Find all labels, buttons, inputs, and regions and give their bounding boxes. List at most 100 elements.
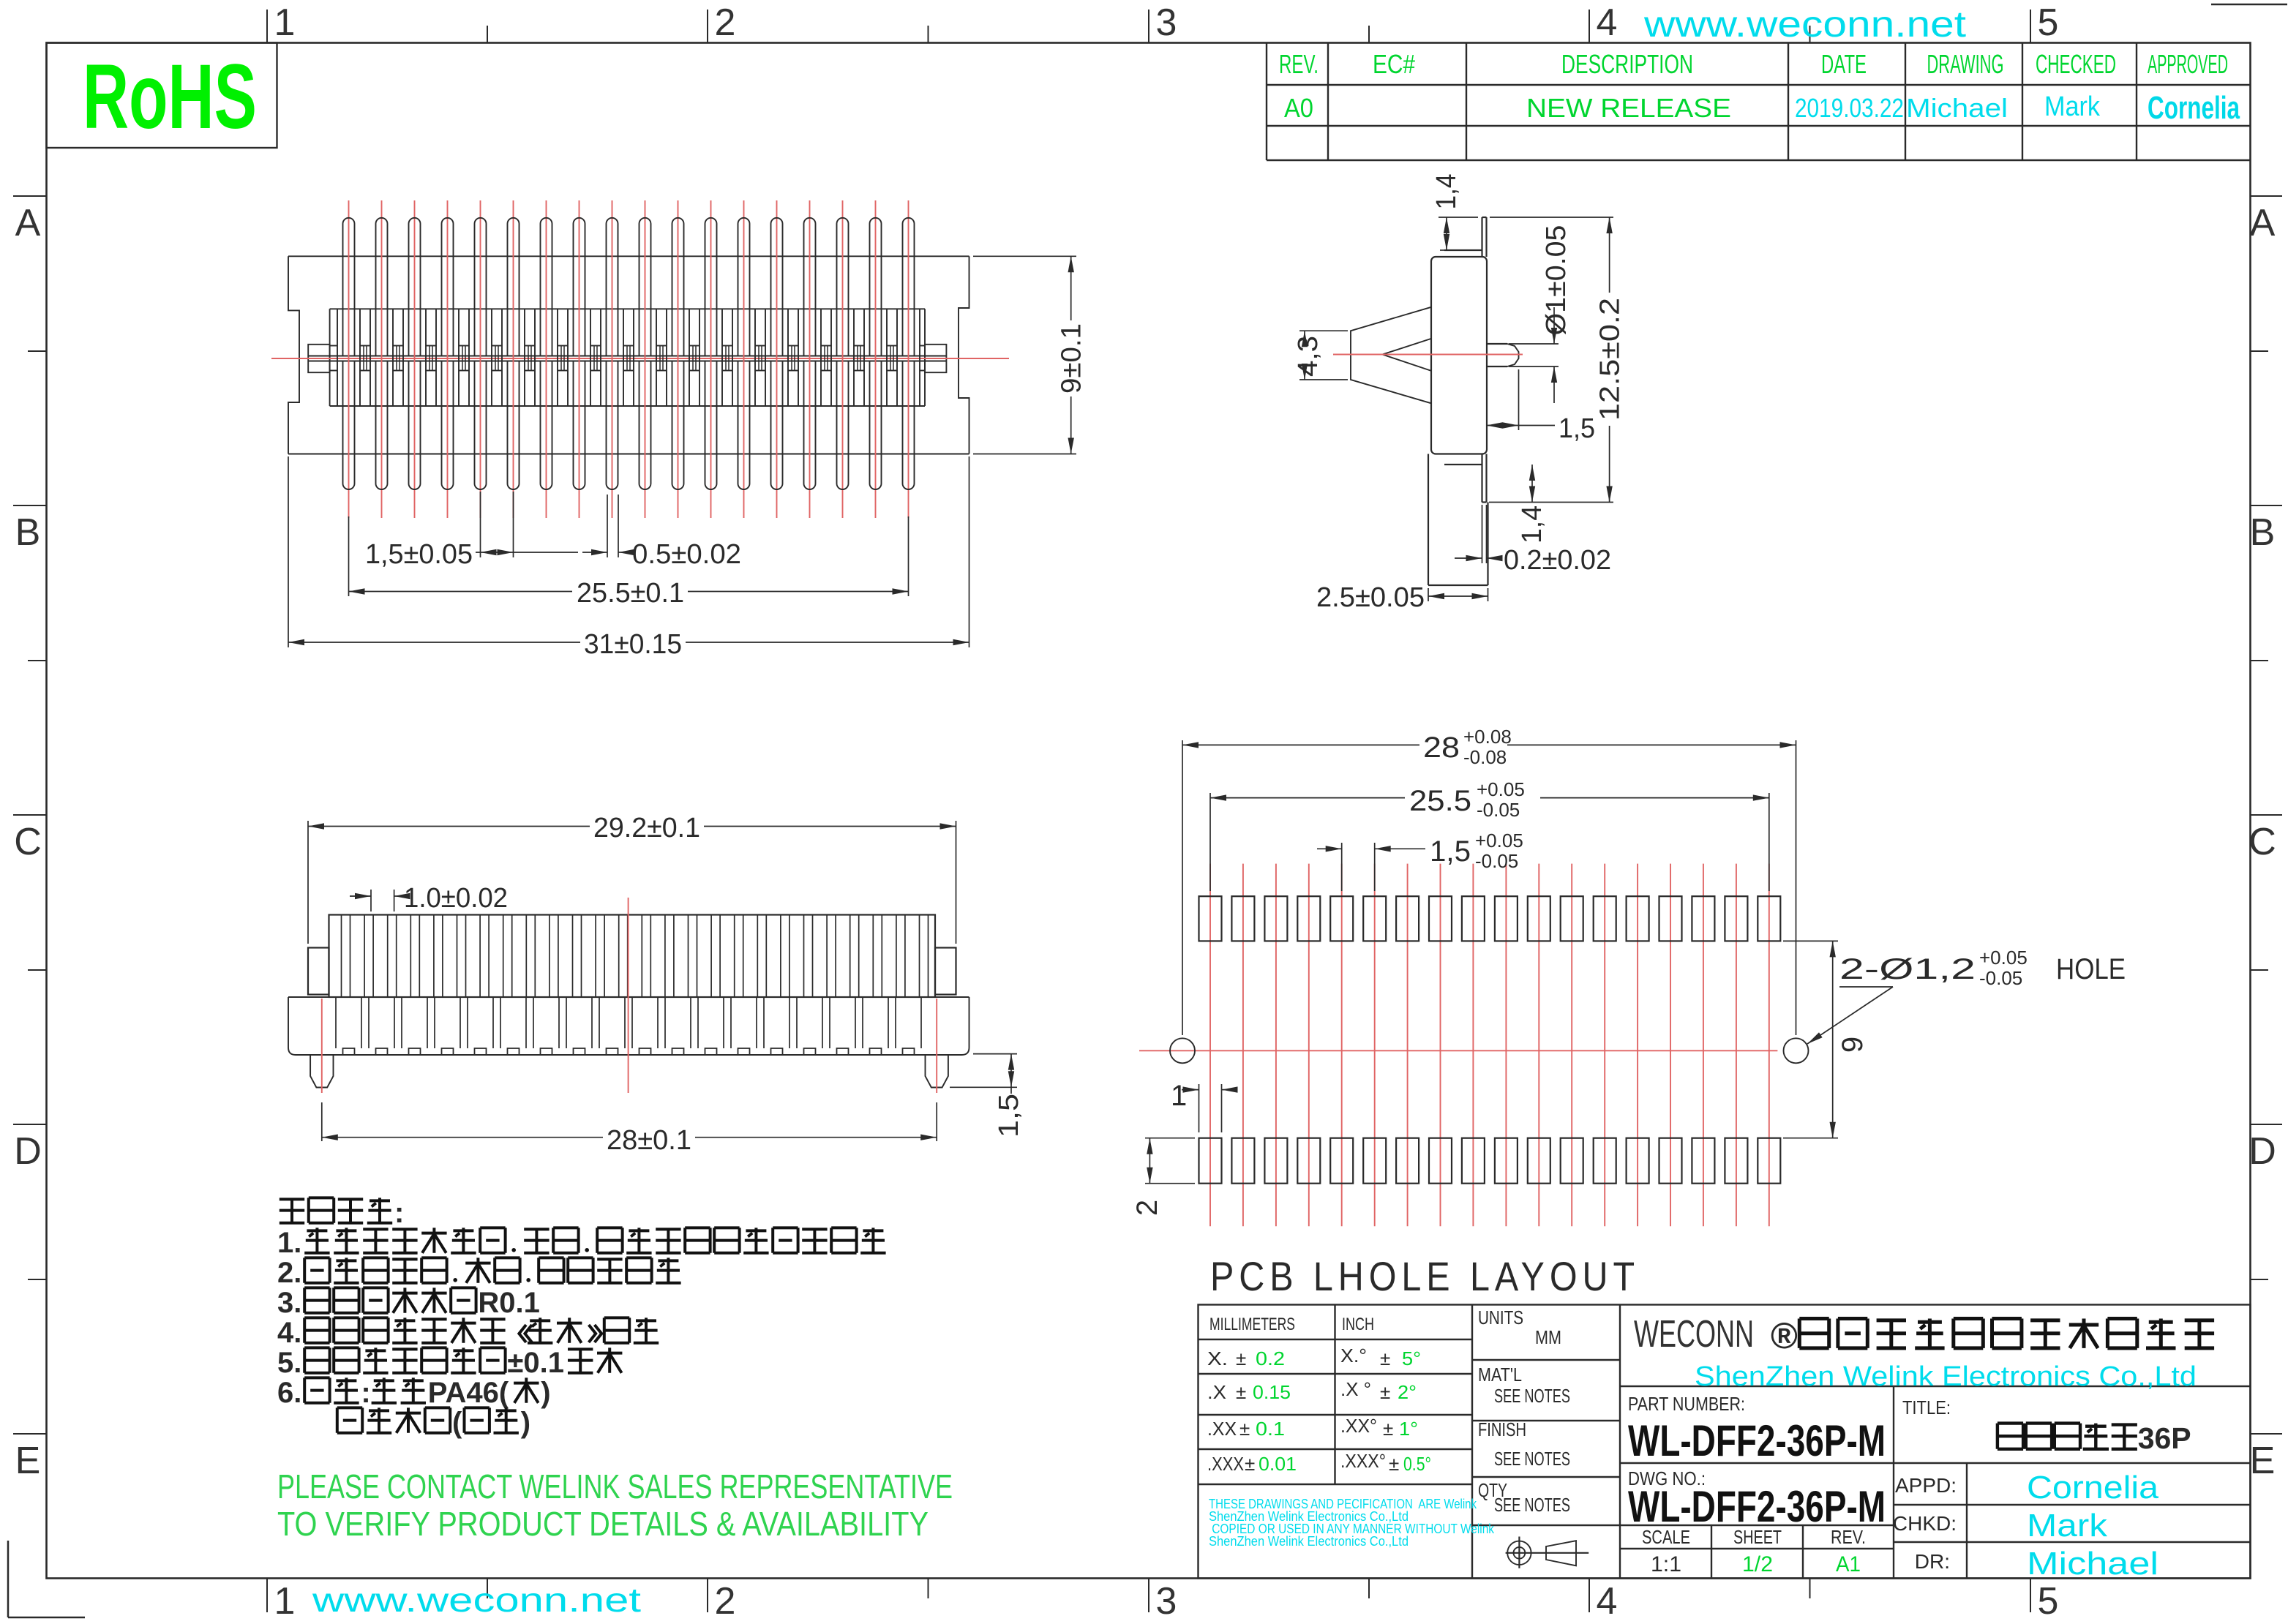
svg-text:A1: A1 (1836, 1552, 1861, 1576)
svg-text:NEW RELEASE: NEW RELEASE (1526, 93, 1731, 123)
svg-text:2°: 2° (1398, 1381, 1417, 1403)
svg-text:www.weconn.net: www.weconn.net (312, 1581, 642, 1619)
svg-text:3: 3 (1156, 1580, 1177, 1623)
svg-text:±: ± (1239, 1418, 1250, 1440)
svg-text:Cornelia: Cornelia (2027, 1470, 2159, 1505)
svg-text:B: B (2250, 511, 2276, 554)
svg-text:HOLE: HOLE (2056, 953, 2126, 985)
svg-text:CHECKED: CHECKED (2036, 49, 2116, 79)
svg-text:-0.08: -0.08 (1463, 746, 1507, 768)
svg-text:PCB LHOLE LAYOUT: PCB LHOLE LAYOUT (1210, 1253, 1640, 1299)
svg-text:+0.05: +0.05 (1979, 947, 2028, 969)
svg-text:1.0±0.02: 1.0±0.02 (404, 883, 508, 914)
svg-text:A: A (15, 202, 41, 244)
svg-text:5: 5 (2038, 1, 2059, 44)
svg-text:3.: 3. (277, 1287, 301, 1319)
svg-text:Michael: Michael (2027, 1546, 2158, 1582)
svg-text:DATE: DATE (1821, 49, 1867, 79)
svg-text:A0: A0 (1284, 93, 1313, 123)
svg-text:28±0.1: 28±0.1 (607, 1125, 691, 1156)
svg-text:0.2: 0.2 (1256, 1347, 1285, 1369)
svg-text:FINISH: FINISH (1478, 1418, 1526, 1440)
svg-text:WL-DFF2-36P-M: WL-DFF2-36P-M (1628, 1416, 1886, 1465)
svg-text:±: ± (1389, 1453, 1399, 1475)
svg-text:1°: 1° (1399, 1418, 1418, 1440)
svg-text:2-Ø1,2: 2-Ø1,2 (1839, 953, 1976, 985)
svg-text:RoHS: RoHS (83, 46, 257, 148)
svg-text:D: D (2248, 1130, 2276, 1173)
svg-text:PLEASE CONTACT WELINK SALES RE: PLEASE CONTACT WELINK SALES REPRESENTATI… (277, 1467, 953, 1505)
svg-text:31±0.15: 31±0.15 (584, 629, 682, 660)
svg-text:2: 2 (715, 1, 736, 44)
svg-text:9: 9 (1837, 1037, 1869, 1053)
svg-text:2: 2 (715, 1580, 736, 1623)
svg-text:Mark: Mark (2044, 91, 2101, 122)
svg-text:R0.1: R0.1 (478, 1287, 540, 1319)
svg-text:UNITS: UNITS (1478, 1307, 1523, 1328)
svg-text:A: A (2250, 202, 2276, 244)
svg-text:9±0.1: 9±0.1 (1057, 323, 1087, 394)
svg-text:0.01: 0.01 (1259, 1453, 1297, 1475)
svg-text:29.2±0.1: 29.2±0.1 (593, 813, 700, 843)
svg-text:28: 28 (1423, 732, 1460, 764)
svg-text:4: 4 (1597, 1, 1618, 44)
svg-text:1: 1 (1171, 1080, 1187, 1112)
svg-text:(: ( (452, 1407, 462, 1439)
svg-text:±: ± (1236, 1347, 1246, 1369)
svg-text:0.2±0.02: 0.2±0.02 (1504, 545, 1611, 576)
svg-text:1:1: 1:1 (1651, 1552, 1681, 1576)
svg-text:DESCRIPTION: DESCRIPTION (1561, 49, 1693, 79)
svg-text:E: E (2250, 1440, 2276, 1482)
svg-text:COPIED OR USED IN ANY MANNER W: COPIED OR USED IN ANY MANNER WITHOUT Wel… (1209, 1522, 1495, 1536)
svg-text:1,5: 1,5 (1430, 835, 1471, 868)
svg-text:WECONN: WECONN (1634, 1313, 1754, 1356)
svg-text:ShenZhen Welink Electronics Co: ShenZhen Welink Electronics Co.,Ltd (1695, 1361, 2197, 1392)
svg-text:1: 1 (274, 1580, 296, 1623)
svg-text:PART NUMBER:: PART NUMBER: (1628, 1393, 1745, 1415)
svg-text:E: E (15, 1440, 41, 1482)
svg-text:QTY: QTY (1478, 1479, 1507, 1501)
svg-text:.XX: .XX (1207, 1418, 1237, 1440)
svg-text:±: ± (1236, 1381, 1246, 1403)
svg-text:±0.1: ±0.1 (507, 1347, 564, 1379)
svg-text:6.: 6. (277, 1377, 301, 1409)
svg-text:SHEET: SHEET (1733, 1526, 1782, 1548)
svg-text:Mark: Mark (2027, 1508, 2108, 1544)
svg-text:CHKD:: CHKD: (1893, 1512, 1957, 1535)
svg-text:1: 1 (274, 1, 296, 44)
svg-text:MAT'L: MAT'L (1478, 1364, 1522, 1386)
svg-text:www.weconn.net: www.weconn.net (1643, 4, 1966, 45)
svg-text:APPROVED: APPROVED (2148, 49, 2228, 79)
svg-text:C: C (14, 821, 42, 863)
svg-text:1,5: 1,5 (1559, 413, 1595, 444)
svg-text:1/2: 1/2 (1742, 1552, 1773, 1576)
svg-text:®: ® (1771, 1315, 1798, 1356)
svg-text:1,5: 1,5 (994, 1094, 1024, 1138)
svg-text:X.°: X.° (1340, 1345, 1367, 1367)
svg-text:2: 2 (1131, 1200, 1163, 1216)
svg-text:EC#: EC# (1373, 49, 1415, 79)
svg-text:X.: X. (1207, 1347, 1228, 1369)
svg-text:±: ± (1383, 1418, 1393, 1440)
svg-text:C: C (2248, 821, 2276, 863)
svg-text:1,4: 1,4 (1517, 505, 1548, 544)
svg-text:SEE NOTES: SEE NOTES (1494, 1448, 1570, 1470)
svg-text:INCH: INCH (1342, 1315, 1374, 1334)
svg-text:25.5±0.1: 25.5±0.1 (577, 578, 684, 609)
svg-text:SEE NOTES: SEE NOTES (1494, 1494, 1570, 1516)
svg-text:THESE DRAWINGS AND PECIFICATIO: THESE DRAWINGS AND PECIFICATION ARE Weli… (1209, 1497, 1477, 1511)
svg-text:MILLIMETERS: MILLIMETERS (1209, 1315, 1295, 1334)
svg-text:1,5±0.05: 1,5±0.05 (365, 539, 473, 570)
svg-text:4.: 4. (277, 1317, 301, 1349)
svg-text:1,4: 1,4 (1431, 174, 1462, 210)
svg-text:SCALE: SCALE (1642, 1526, 1690, 1548)
svg-text:.X: .X (1207, 1381, 1226, 1403)
svg-text:±: ± (1245, 1453, 1255, 1475)
svg-text:WL-DFF2-36P-M: WL-DFF2-36P-M (1628, 1482, 1886, 1531)
svg-text:REV.: REV. (1279, 49, 1319, 79)
svg-text:0.5°: 0.5° (1403, 1453, 1431, 1475)
svg-text:2.: 2. (277, 1257, 301, 1289)
svg-text:TO VERIFY PRODUCT DETAILS & AV: TO VERIFY PRODUCT DETAILS & AVAILABILITY (277, 1505, 929, 1543)
svg-text:±: ± (1380, 1347, 1390, 1369)
svg-text:0.15: 0.15 (1253, 1381, 1291, 1403)
